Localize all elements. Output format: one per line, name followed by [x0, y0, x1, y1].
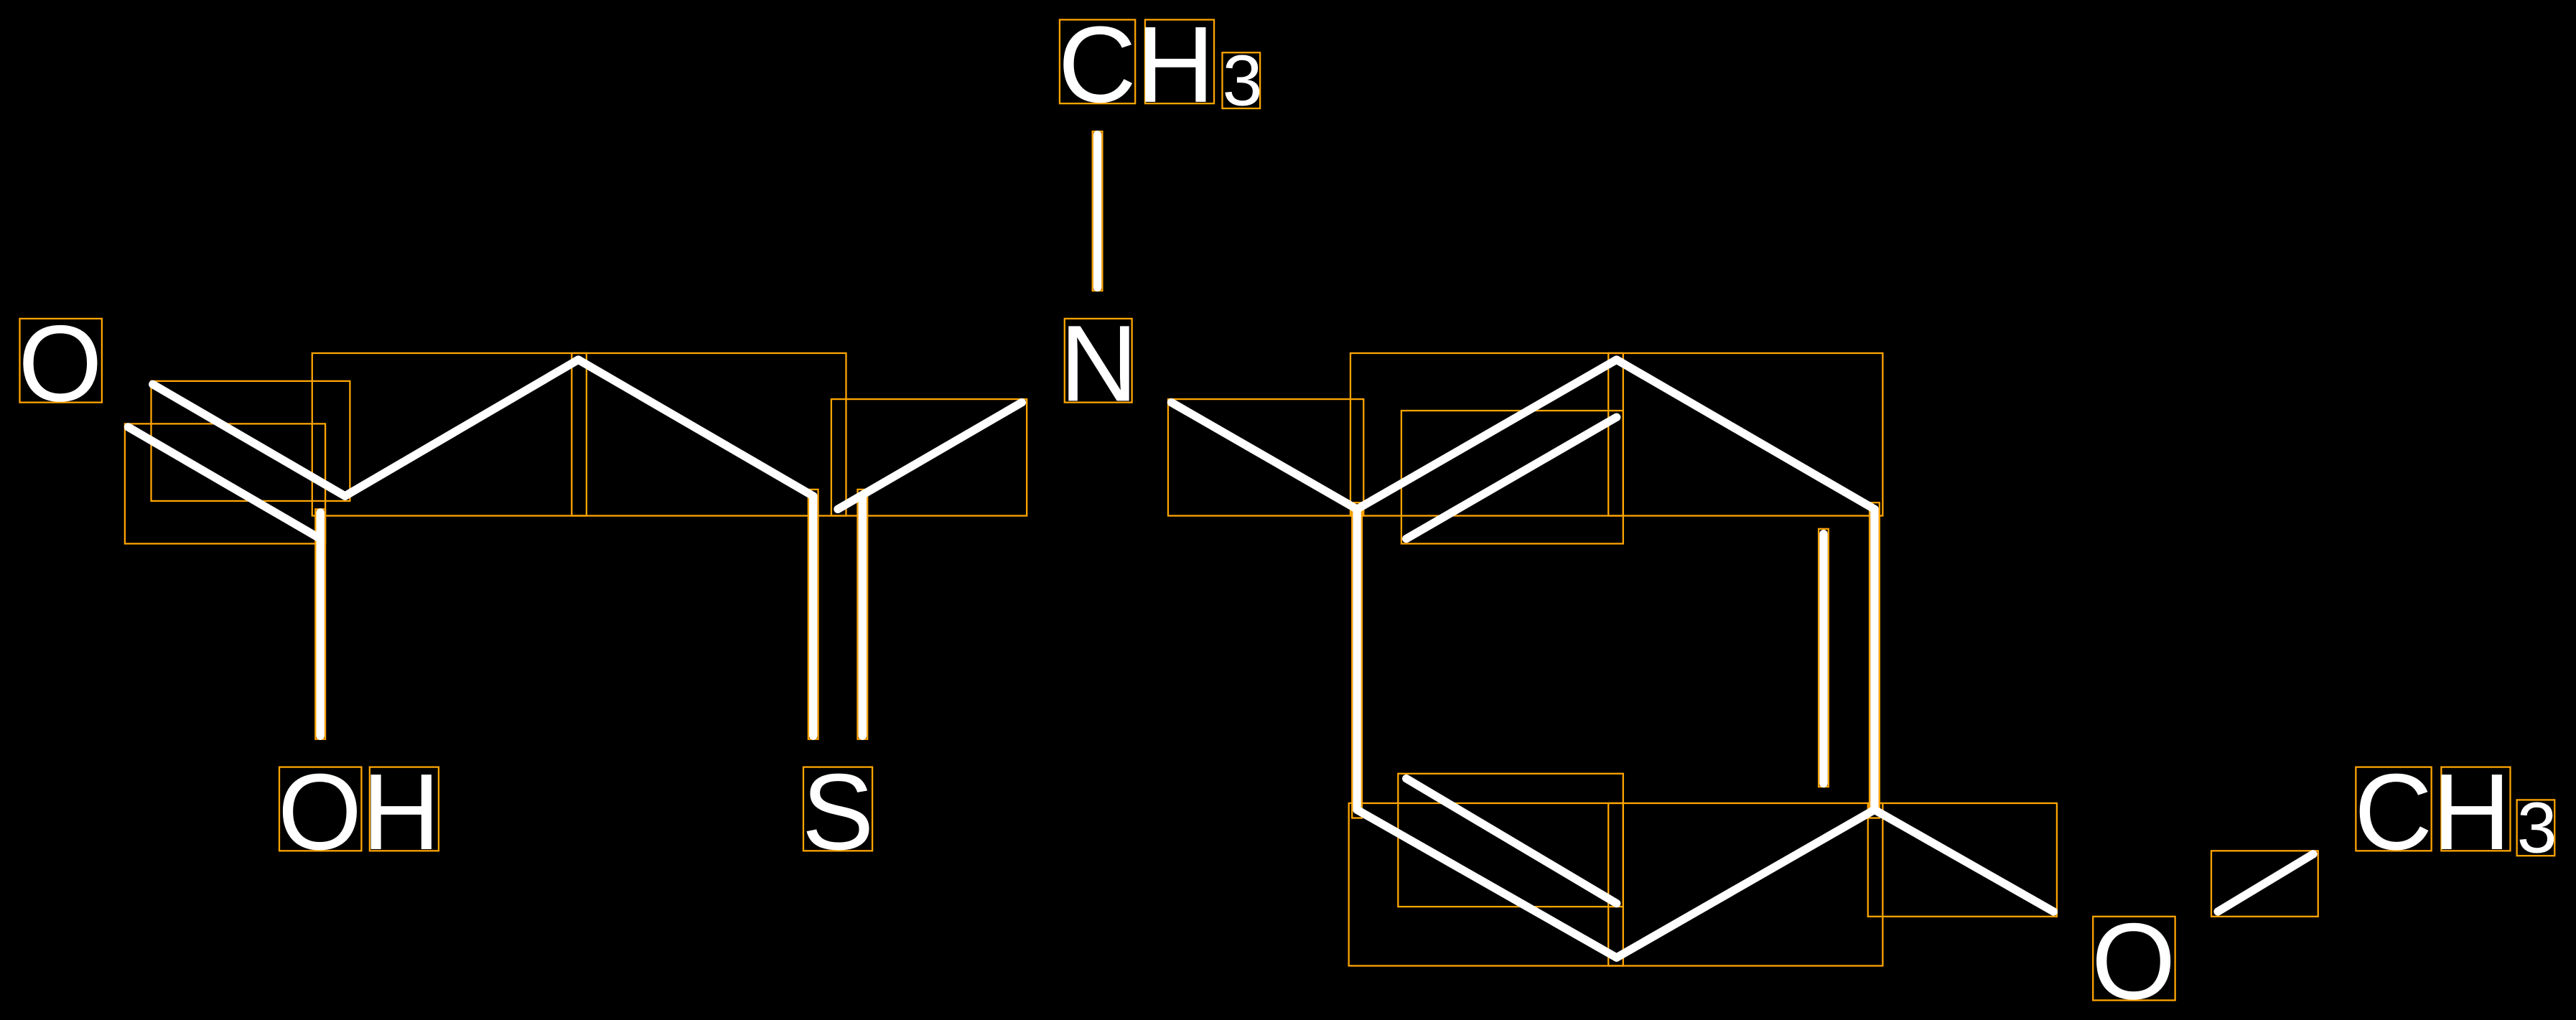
atom-label-o-methyl: CH [2354, 752, 2511, 873]
atom-label-carbonyl-oxygen: O [18, 303, 102, 424]
ring-bond-5-inner [1402, 774, 1621, 908]
bounding-boxes [19, 19, 2556, 1001]
ring-bond-1 [1353, 355, 1621, 514]
atom-label-n-methyl: CH [1058, 4, 1215, 126]
c-n-bond [834, 398, 1027, 514]
atom-label-hydroxyl: OH [278, 752, 441, 873]
atom-label-n-methyl-sub: 3 [1222, 40, 1262, 121]
atom-label-sulfur: S [802, 752, 874, 873]
n-ring-bond [1167, 398, 1361, 514]
ring-bond-2 [1612, 355, 1879, 514]
carbonyl-double-bond-b [149, 380, 350, 500]
carbonyl-double-bond-a [123, 423, 325, 543]
ring-bond-5 [1353, 805, 1621, 962]
atom-label-nitrogen: N [1060, 303, 1138, 424]
ring-bond-1-inner [1402, 413, 1621, 543]
o-methyl-bond [2213, 850, 2318, 916]
atom-label-ether-oxygen: O [2091, 901, 2175, 1020]
atom-label-o-methyl-sub: 3 [2517, 788, 2557, 869]
chain-bond-2 [574, 355, 818, 500]
ring-o-bond [1870, 805, 2058, 916]
ring-bond-4 [1612, 805, 1879, 962]
chain-bond-1 [340, 355, 583, 500]
bonds [123, 130, 2318, 962]
atom-labels: CH 3 O N OH S O CH 3 [18, 4, 2557, 1020]
